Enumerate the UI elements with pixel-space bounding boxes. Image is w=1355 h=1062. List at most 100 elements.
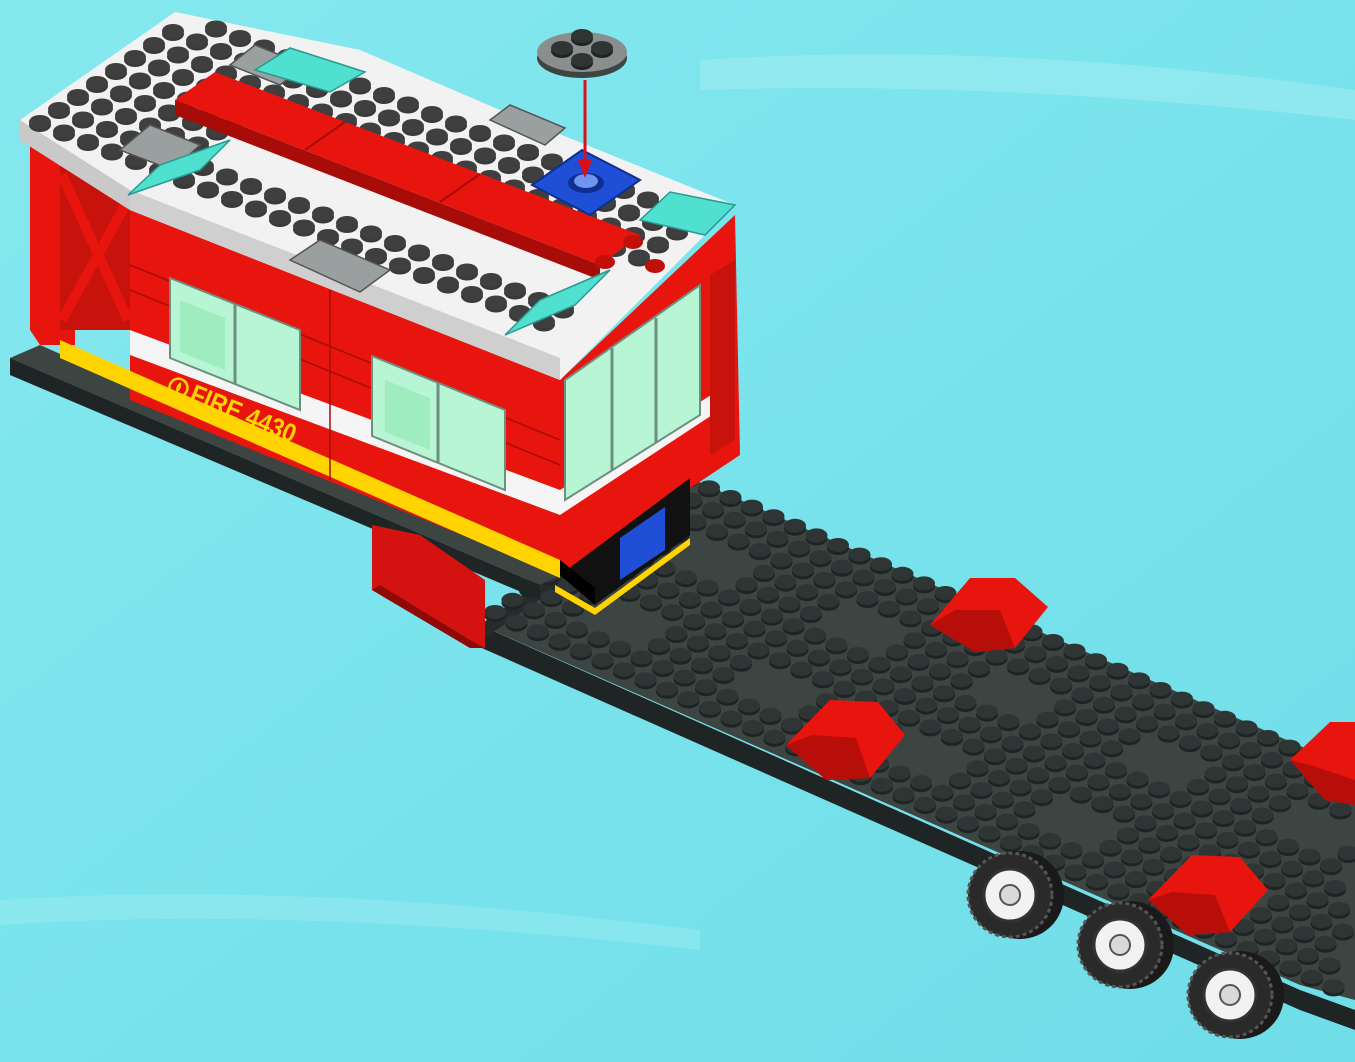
deck-stud: [757, 587, 779, 604]
deck-stud: [1338, 846, 1355, 863]
deck-stud: [1148, 781, 1170, 798]
deck-stud: [1019, 724, 1041, 741]
deck-stud: [1132, 694, 1154, 711]
roof-stud: [143, 37, 165, 54]
deck-stud: [730, 655, 752, 672]
deck-stud: [936, 807, 958, 824]
roof-stud: [53, 125, 75, 142]
deck-stud: [695, 679, 717, 696]
deck-stud: [683, 614, 705, 631]
deck-stud: [726, 633, 748, 650]
deck-stud: [988, 770, 1010, 787]
deck-stud: [914, 797, 936, 814]
roof-stud: [432, 254, 454, 271]
roof-stud: [96, 121, 118, 138]
deck-stud: [1323, 979, 1345, 996]
deck-stud: [1289, 904, 1311, 921]
deck-stud: [678, 691, 700, 708]
deck-stud: [1250, 907, 1272, 924]
deck-stud: [728, 534, 750, 551]
deck-stud: [1086, 874, 1108, 891]
roof-stud: [197, 182, 219, 199]
deck-stud: [1068, 665, 1090, 682]
deck-stud: [878, 601, 900, 618]
roof-stud: [647, 237, 669, 254]
deck-stud: [717, 689, 739, 706]
deck-stud: [1150, 682, 1172, 699]
deck-stud: [506, 615, 528, 632]
deck-stud: [1002, 736, 1024, 753]
deck-stud: [916, 698, 938, 715]
deck-stud: [929, 664, 951, 681]
deck-stud: [1072, 687, 1094, 704]
deck-stud: [1128, 672, 1150, 689]
deck-stud: [1297, 948, 1319, 965]
deck-stud: [1100, 840, 1122, 857]
deck-stud: [523, 602, 545, 619]
deck-stud: [1264, 873, 1286, 890]
deck-stud: [736, 577, 758, 594]
deck-stud: [1193, 701, 1215, 718]
deck-stud: [1131, 794, 1153, 811]
roof-stud: [445, 116, 467, 133]
deck-stud: [1332, 924, 1354, 941]
roof-stud: [91, 99, 113, 116]
roof-stud: [402, 119, 424, 136]
deck-stud: [874, 579, 896, 596]
deck-stud: [1234, 820, 1256, 837]
deck-stud: [721, 711, 743, 728]
deck-stud: [783, 618, 805, 635]
deck-stud: [545, 612, 567, 629]
deck-stud: [1197, 723, 1219, 740]
deck-stud: [1125, 871, 1147, 888]
deck-stud: [588, 631, 610, 648]
roof-stud: [485, 296, 507, 313]
deck-stud: [742, 720, 764, 737]
deck-stud: [826, 637, 848, 654]
deck-stud: [814, 572, 836, 589]
deck-stud: [1088, 774, 1110, 791]
roof-stud: [474, 148, 496, 165]
deck-stud: [1285, 883, 1307, 900]
deck-stud: [1136, 716, 1158, 733]
deck-stud: [720, 490, 742, 507]
deck-stud: [1217, 832, 1239, 849]
deck-stud: [1268, 895, 1290, 912]
roof-stud: [129, 73, 151, 90]
roof-stud: [264, 188, 286, 205]
deck-stud: [706, 524, 728, 541]
roof-stud: [336, 216, 358, 233]
roof-stud: [397, 97, 419, 114]
roof-stud: [480, 273, 502, 290]
deck-stud: [890, 666, 912, 683]
deck-stud: [1307, 892, 1329, 909]
deck-stud: [818, 594, 840, 611]
roof-stud: [461, 286, 483, 303]
deck-stud: [1269, 795, 1291, 812]
deck-stud: [1105, 762, 1127, 779]
deck-stud: [1252, 808, 1274, 825]
deck-stud: [570, 643, 592, 660]
deck-stud: [1303, 870, 1325, 887]
deck-stud: [1076, 709, 1098, 726]
roof-stud: [124, 50, 146, 67]
deck-stud: [1160, 847, 1182, 864]
deck-stud: [1084, 753, 1106, 770]
deck-stud: [967, 760, 989, 777]
deck-stud: [1066, 765, 1088, 782]
deck-stud: [913, 576, 935, 593]
deck-stud: [1187, 779, 1209, 796]
deck-stud: [1031, 789, 1053, 806]
deck-stud: [808, 650, 830, 667]
deck-stud: [1115, 706, 1137, 723]
roof-stud: [148, 60, 170, 77]
deck-stud: [1010, 780, 1032, 797]
deck-stud: [1170, 791, 1192, 808]
roof-stud: [389, 258, 411, 275]
deck-stud: [675, 570, 697, 587]
roof-stud: [153, 82, 175, 99]
deck-stud: [1156, 825, 1178, 842]
deck-stud: [1065, 864, 1087, 881]
deck-stud: [827, 538, 849, 555]
deck-stud: [910, 775, 932, 792]
